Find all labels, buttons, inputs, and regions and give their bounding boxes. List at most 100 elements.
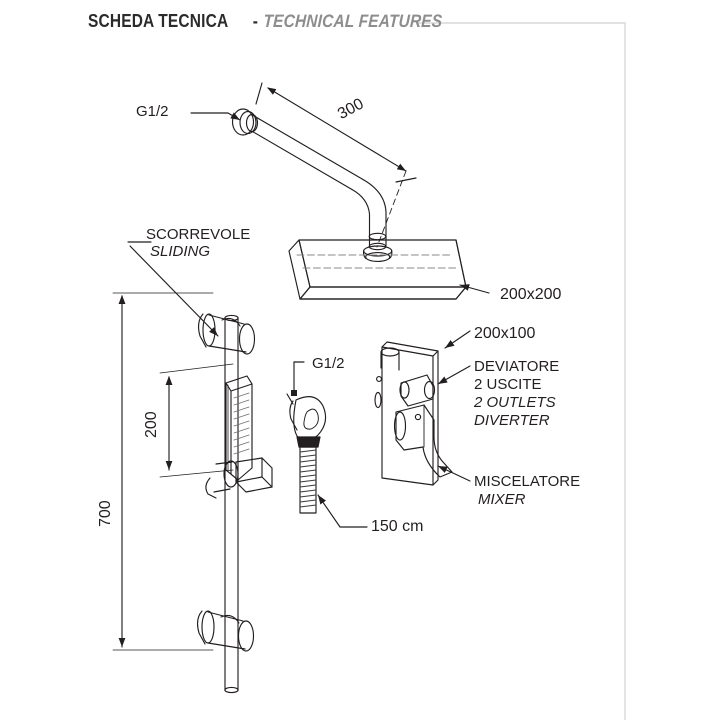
callout-diverter-en-1: 2 OUTLETS [474, 394, 556, 411]
leader-sliding-line [129, 245, 219, 337]
frame-rules [418, 22, 626, 720]
mixer-lever-base [393, 411, 407, 441]
shower-arm-assembly [231, 108, 393, 262]
dim300-ref-dash [376, 170, 407, 248]
sliding-rail-assembly [127, 241, 273, 694]
mixer-side-outlet [374, 391, 382, 409]
dimension-label-200x100: 200x100 [474, 325, 536, 342]
arm-collar-bottom [365, 252, 391, 262]
mixer-lever-screw [414, 413, 422, 421]
mixer-top-stub-ellipse [380, 347, 400, 357]
hose-coil-texture [299, 449, 317, 508]
page-title-italian: SCHEDA TECNICA [88, 11, 229, 31]
leader-mixer [437, 465, 471, 482]
dimension-label-150cm: 150 cm [371, 518, 424, 535]
hand-shower [225, 375, 253, 481]
bracket-bot-wallcup-left [196, 610, 206, 645]
leader-head-size-line [459, 284, 490, 294]
mixer-plate-screw [376, 376, 382, 382]
callout-mixer-it: MISCELATORE [474, 473, 581, 490]
diverter-knob [399, 374, 436, 407]
arm-wall-flange-outer [231, 108, 255, 136]
leader-hose-length-line [317, 494, 368, 528]
leader-mixer-line [437, 465, 471, 482]
rail-bracket-bottom [196, 610, 255, 652]
mixer-top-stub-sides [380, 351, 400, 371]
arm-wall-flange-mid [239, 110, 257, 135]
page-title-separator: - [252, 11, 259, 31]
slider-clamp-edges [213, 461, 233, 493]
slider-body-edges [235, 457, 273, 488]
wall-bracket-hose [286, 393, 327, 514]
leader-diverter-line [437, 365, 471, 385]
rail-bottom-cap [224, 686, 239, 694]
hose-body [299, 446, 317, 514]
callout-mixer-en: MIXER [478, 491, 526, 508]
mixer-plate-face [381, 346, 434, 486]
leader-g12-top-line [190, 112, 241, 121]
head-spray-face-hatch [296, 254, 459, 269]
bracket-stem [286, 393, 294, 405]
callout-sliding-en: SLIDING [150, 243, 211, 260]
dimension-200 [159, 363, 234, 478]
slider-clamp-left [205, 477, 217, 499]
head-top-face [298, 239, 467, 288]
dimension-label-200x200: 200x200 [500, 286, 562, 303]
mixer-plate-top-bevel [381, 341, 439, 357]
leader-hose-length [317, 494, 368, 528]
callout-diverter-en-2: DIVERTER [474, 412, 550, 429]
dim300-line [267, 87, 407, 172]
dimension-label-200: 200 [143, 411, 160, 438]
rail-bracket-top [197, 313, 256, 355]
handshower-outline [225, 375, 253, 481]
mixer-lever [393, 404, 453, 478]
leader-g12-hand-dot [291, 390, 297, 396]
diverter-knob-cap [423, 380, 436, 400]
handshower-spray-texture [233, 392, 250, 455]
shower-head-plate [288, 239, 467, 300]
diverter-knob-body [400, 374, 434, 407]
arm-stub-sides [368, 235, 387, 247]
bracket-top-joint [238, 323, 256, 355]
leader-diverter [437, 365, 471, 385]
callout-g12-top: G1/2 [136, 103, 169, 120]
dim200-ext-bottom [159, 469, 234, 478]
diverter-knob-base [399, 381, 410, 399]
leader-plate-size [444, 330, 471, 349]
arm-tube-bottom-edge [251, 130, 353, 191]
head-right-edge [455, 239, 467, 288]
header-rule [418, 22, 626, 720]
callout-diverter-it-1: DEVIATORE [474, 358, 560, 375]
bracket-body [293, 396, 327, 442]
arm-elbow-inner [351, 188, 371, 237]
leader-g12-hand [291, 361, 305, 396]
bracket-bot-wallcup [201, 610, 215, 644]
rail-slider-holder [205, 457, 273, 499]
arm-tube-top-edge [251, 114, 364, 181]
callout-g12-hand: G1/2 [312, 355, 345, 372]
bracket-bot-arm-edges [207, 611, 246, 650]
slider-body [235, 457, 273, 493]
bracket-top-highlight [221, 317, 241, 327]
mixer-wall-plate-assembly [374, 341, 453, 486]
dim200-ext-top [159, 363, 234, 374]
dimension-300 [255, 82, 417, 248]
bracket-bot-highlight [220, 614, 240, 624]
head-bottom-outline [299, 286, 467, 300]
bracket-face-detail [303, 408, 319, 430]
hose-collar [296, 436, 321, 448]
bracket-top-wallcup [202, 313, 216, 347]
dimension-700 [112, 292, 214, 651]
callout-sliding-it: SCORREVOLE [146, 226, 251, 243]
arm-elbow-outer [362, 178, 387, 237]
bracket-top-wallcup-left [197, 313, 207, 348]
leader-plate-size-line [444, 330, 471, 349]
leader-g12-top [190, 112, 241, 121]
bracket-top-arm-edges [208, 314, 247, 353]
callout-diverter-it-2: 2 USCITE [474, 376, 542, 393]
dim300-ext-right [395, 177, 417, 183]
head-front-face [299, 286, 467, 300]
